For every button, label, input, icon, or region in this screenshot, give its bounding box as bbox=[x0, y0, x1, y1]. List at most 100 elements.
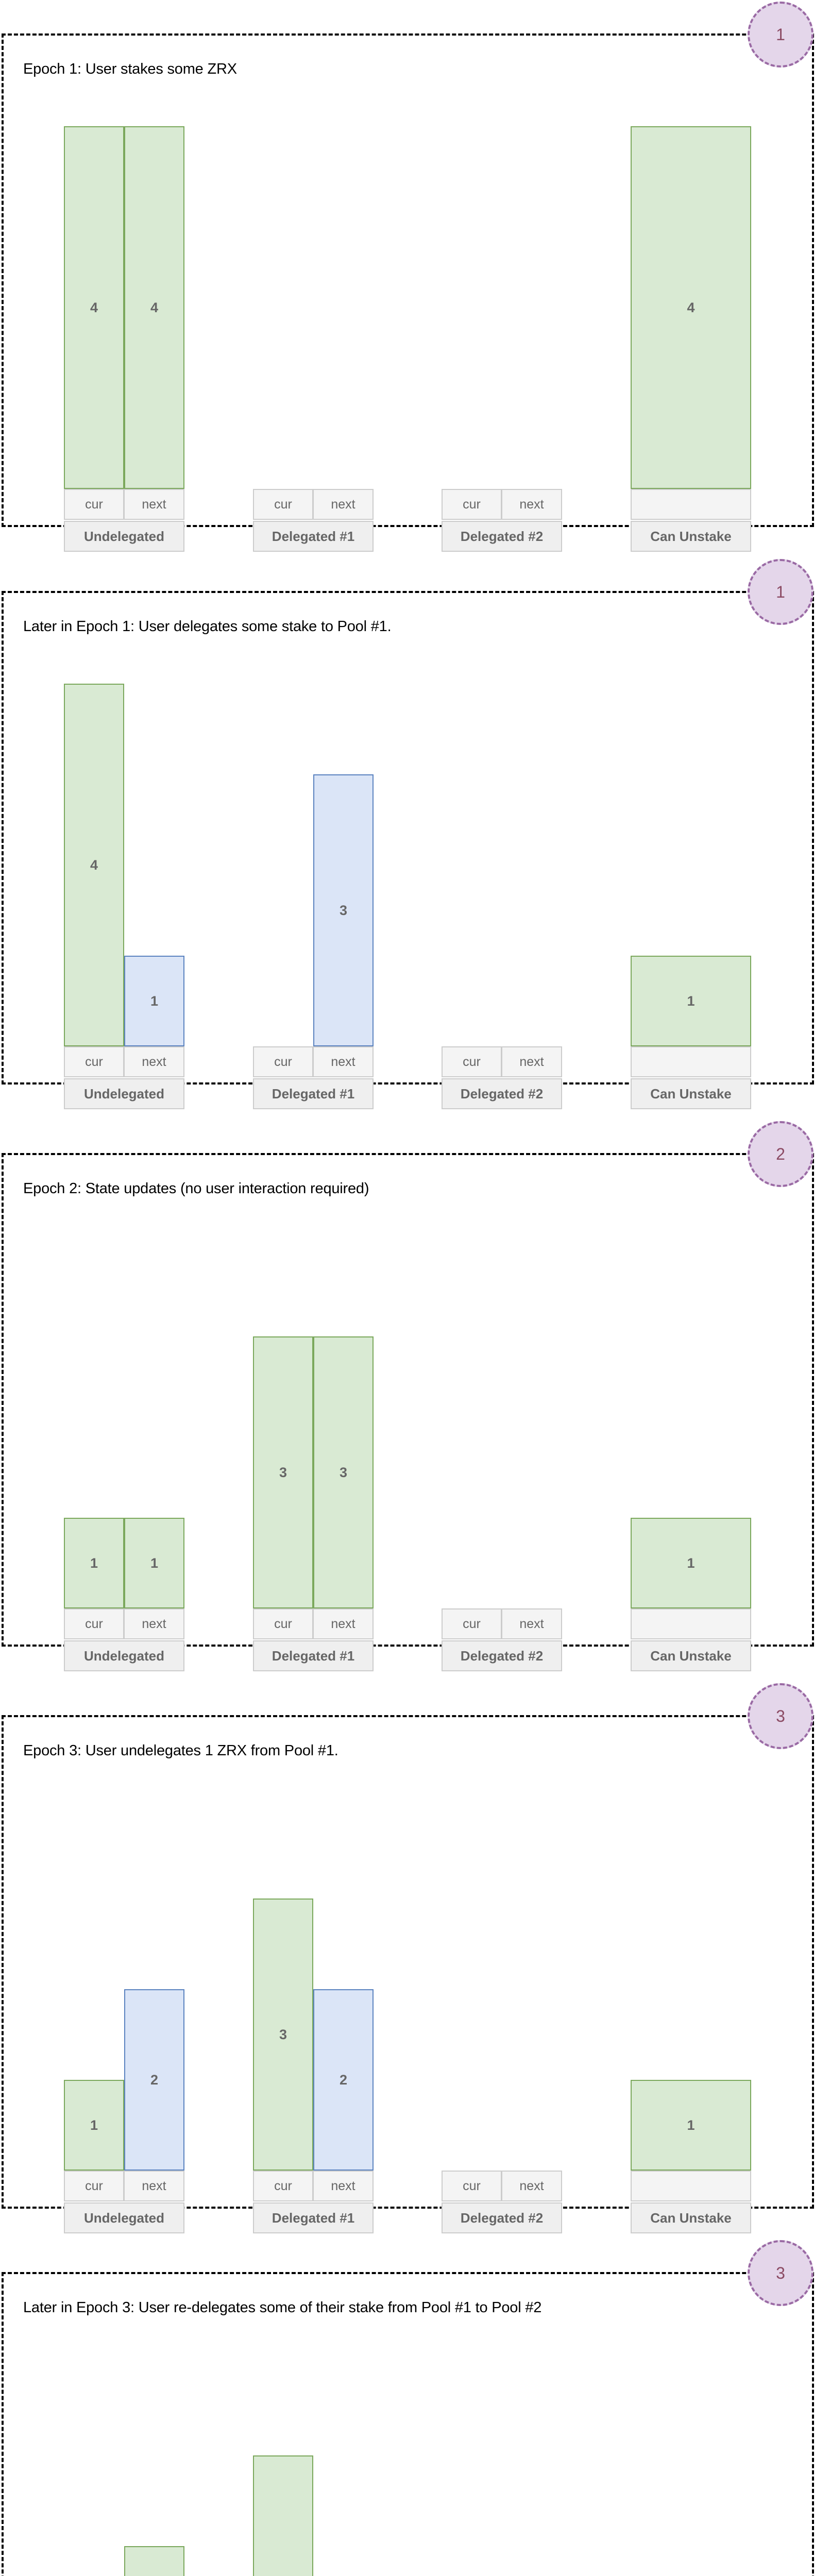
next-header-cell: next bbox=[502, 1046, 562, 1077]
column-name-label: Delegated #2 bbox=[442, 1078, 562, 1109]
bar-value: 1 bbox=[90, 2117, 98, 2133]
column-name-label: Can Unstake bbox=[631, 1078, 751, 1109]
cur-header-cell: cur bbox=[442, 489, 502, 520]
bar-cur-green: 3 bbox=[253, 1336, 313, 1608]
bar-merged-green: 4 bbox=[631, 126, 751, 489]
bar-next-blue: 2 bbox=[313, 1989, 374, 2171]
column-name-label: Can Unstake bbox=[631, 521, 751, 552]
bar-value: 1 bbox=[90, 1555, 98, 1571]
cur-header-cell: cur bbox=[253, 2171, 313, 2201]
bar-next-green: 2 bbox=[124, 2546, 184, 2576]
bar-value: 1 bbox=[687, 993, 695, 1009]
bar-plot-area bbox=[442, 1238, 562, 1608]
cur-header-cell: cur bbox=[442, 2171, 502, 2201]
bar-value: 4 bbox=[90, 857, 98, 873]
bar-value: 4 bbox=[150, 299, 159, 315]
bar-next-blue: 3 bbox=[313, 774, 374, 1046]
bar-plot-area: 1 bbox=[631, 1800, 751, 2171]
epoch-badge: 3 bbox=[748, 2240, 814, 2306]
bar-value: 3 bbox=[279, 2026, 287, 2042]
cur-header-cell: cur bbox=[442, 1608, 502, 1639]
bar-cur-green: 3 bbox=[253, 1899, 313, 2171]
bar-plot-area bbox=[442, 118, 562, 489]
merged-header-cell bbox=[631, 489, 751, 520]
bar-plot-area: 1 bbox=[631, 675, 751, 1046]
bar-plot-area: 4 bbox=[631, 118, 751, 489]
bar-value: 3 bbox=[339, 1464, 348, 1480]
cur-header-cell: cur bbox=[64, 489, 124, 520]
epoch-badge: 1 bbox=[748, 2, 814, 67]
bar-value: 1 bbox=[687, 2117, 695, 2133]
epoch-panel: Epoch 2: State updates (no user interact… bbox=[2, 1153, 814, 1671]
bar-value: 1 bbox=[150, 1555, 159, 1571]
column-group-delegated-1: 31curnextDelegated #1 bbox=[253, 2357, 374, 2576]
epoch-badge: 1 bbox=[748, 559, 814, 625]
cur-next-header-row bbox=[631, 1046, 751, 1077]
panel-title: Epoch 3: User undelegates 1 ZRX from Poo… bbox=[23, 1742, 338, 1759]
merged-header-cell bbox=[631, 2171, 751, 2201]
cur-header-cell: cur bbox=[64, 1608, 124, 1639]
next-header-cell: next bbox=[313, 2171, 374, 2201]
bar-merged-green: 1 bbox=[631, 1518, 751, 1608]
next-header-cell: next bbox=[502, 2171, 562, 2201]
bar-cur-green: 3 bbox=[253, 2455, 313, 2576]
epoch-panel: Later in Epoch 1: User delegates some st… bbox=[2, 591, 814, 1109]
column-labels: Can Unstake bbox=[631, 1046, 751, 1109]
panel-title: Epoch 1: User stakes some ZRX bbox=[23, 61, 237, 77]
bar-plot-area: 1 bbox=[442, 2357, 562, 2576]
next-header-cell: next bbox=[313, 1046, 374, 1077]
column-name-label: Undelegated bbox=[64, 2202, 184, 2233]
panel-title: Epoch 2: State updates (no user interact… bbox=[23, 1180, 369, 1197]
cur-header-cell: cur bbox=[253, 1046, 313, 1077]
bar-plot-area bbox=[253, 118, 374, 489]
column-labels: Can Unstake bbox=[631, 2171, 751, 2233]
bar-plot-area bbox=[442, 1800, 562, 2171]
bar-plot-area: 31 bbox=[253, 2357, 374, 2576]
cur-next-header-row bbox=[631, 1608, 751, 1639]
bar-next-green: 4 bbox=[124, 126, 184, 489]
column-name-label: Delegated #2 bbox=[442, 2202, 562, 2233]
bar-value: 2 bbox=[339, 2072, 348, 2088]
cur-header-cell: cur bbox=[253, 1608, 313, 1639]
column-name-label: Can Unstake bbox=[631, 1640, 751, 1671]
bar-value: 1 bbox=[687, 1555, 695, 1571]
next-header-cell: next bbox=[124, 1046, 184, 1077]
column-name-label: Undelegated bbox=[64, 1078, 184, 1109]
column-name-label: Delegated #1 bbox=[253, 2202, 374, 2233]
next-header-cell: next bbox=[124, 2171, 184, 2201]
bar-value: 3 bbox=[339, 902, 348, 918]
